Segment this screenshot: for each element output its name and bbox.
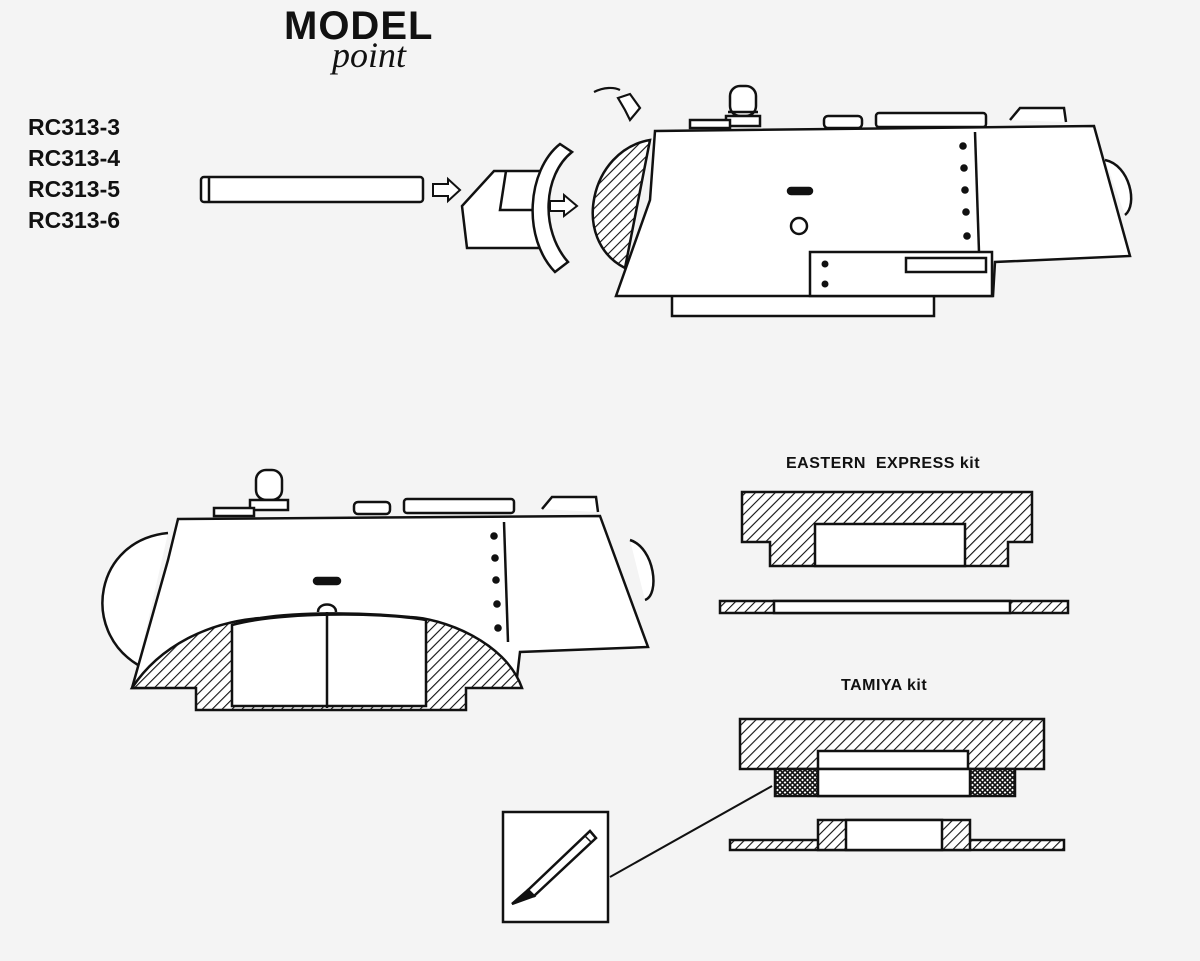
logo-model-text: MODEL — [284, 4, 434, 48]
arrow-right-icon — [432, 176, 462, 204]
barrel-part — [199, 175, 425, 204]
eastern-express-label: EASTERN EXPRESS kit — [786, 455, 981, 472]
arrow-right-icon — [549, 192, 579, 219]
mantlet-part — [460, 169, 546, 250]
part-code: RC313-6 — [28, 207, 121, 233]
turret-section-view — [101, 468, 655, 712]
tamiya-label: TAMIYA kit — [841, 677, 928, 694]
logo-point-text: point — [332, 35, 407, 75]
eastern-express-section — [718, 490, 1070, 615]
part-code: RC313-4 — [28, 145, 121, 171]
part-code: RC313-3 — [28, 114, 121, 140]
turret-side-view — [591, 84, 1133, 318]
mantlet-ring — [531, 142, 575, 274]
part-code: RC313-5 — [28, 176, 121, 202]
part-code-list: RC313-3 RC313-4 RC313-5 RC313-6 — [28, 112, 120, 236]
hobby-knife-icon — [501, 810, 610, 924]
tamiya-section — [609, 717, 1066, 878]
rotate-arrow-icon — [593, 86, 642, 122]
